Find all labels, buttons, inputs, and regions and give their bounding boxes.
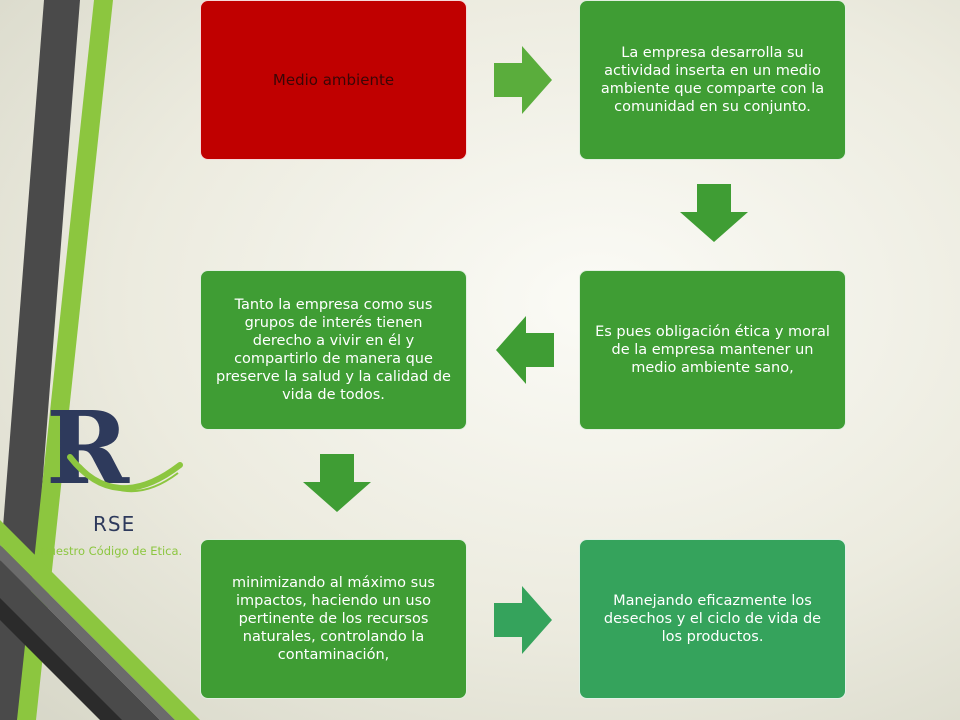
gray-stripe-bottom <box>0 545 175 720</box>
box-actividad-empresa: La empresa desarrolla su actividad inser… <box>579 0 846 160</box>
box-obligacion-etica: Es pues obligación ética y moral de la e… <box>579 270 846 430</box>
logo-tagline: Nuestro Código de Etica. <box>40 544 183 558</box>
box-3-text: Es pues obligación ética y moral de la e… <box>595 323 830 377</box>
arrow-right-2-icon <box>494 586 552 654</box>
black-stripe-bottom <box>0 598 122 720</box>
green-stripe-top <box>17 0 113 720</box>
arrow-right-1-icon <box>494 46 552 114</box>
logo-swoosh <box>67 454 183 491</box>
logo-swoosh-thin <box>79 464 179 493</box>
green-stripe-bottom <box>0 520 200 720</box>
arrow-down-2-icon <box>303 454 371 512</box>
box-manejando-desechos: Manejando eficazmente los desechos y el … <box>579 539 846 699</box>
box-5-text: minimizando al máximo sus impactos, haci… <box>232 574 435 664</box>
box-medio-ambiente: Medio ambiente <box>200 0 467 160</box>
box-derecho-vivir: Tanto la empresa como sus grupos de inte… <box>200 270 467 430</box>
box-6-text: Manejando eficazmente los desechos y el … <box>603 592 822 646</box>
arrow-down-1-icon <box>680 184 748 242</box>
arrow-left-icon <box>496 316 554 384</box>
box-minimizando-impactos: minimizando al máximo sus impactos, haci… <box>200 539 467 699</box>
box-4-text: Tanto la empresa como sus grupos de inte… <box>216 296 451 404</box>
rse-logo: R <box>46 395 183 507</box>
box-1-text: Medio ambiente <box>272 70 395 89</box>
logo-name: RSE <box>93 512 136 536</box>
box-2-text: La empresa desarrolla su actividad inser… <box>600 44 825 116</box>
